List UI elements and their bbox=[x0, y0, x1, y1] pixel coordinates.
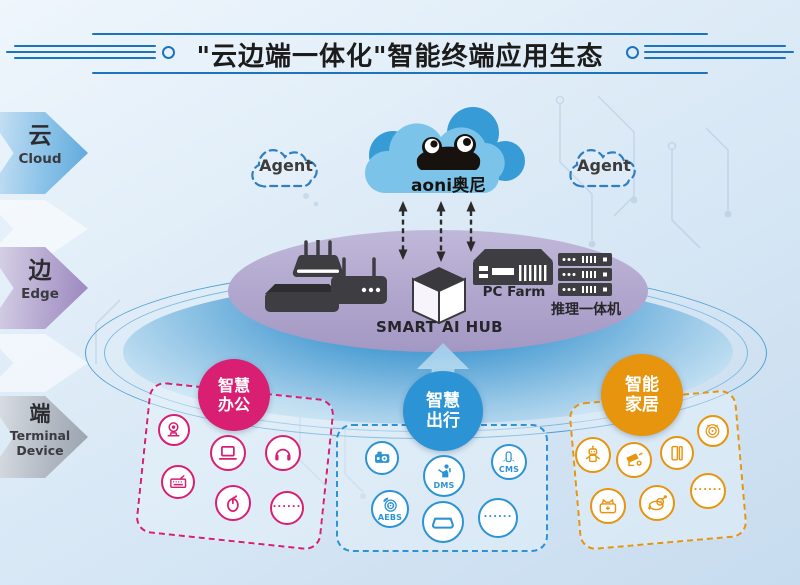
windshield-display-icon bbox=[422, 501, 464, 543]
level-label-edge: 边 Edge bbox=[21, 258, 59, 303]
badge-smart-office: 智慧 办公 bbox=[198, 359, 270, 431]
pet-robot-icon bbox=[639, 485, 675, 521]
cloud-edge-connectors bbox=[398, 201, 476, 262]
aebs-icon: AEBS bbox=[371, 490, 409, 528]
mini-pc bbox=[265, 284, 339, 312]
hub-label: SMART AI HUB bbox=[375, 318, 504, 336]
cms-icon: CMS bbox=[491, 444, 527, 480]
mobility-ellipsis-icon: ...... bbox=[478, 498, 518, 538]
aoni-cloud bbox=[365, 107, 525, 193]
robot-icon bbox=[575, 437, 611, 473]
agent-label-left: Agent bbox=[259, 156, 313, 175]
home-ellipsis-icon: ...... bbox=[690, 473, 726, 509]
dashcam-icon bbox=[365, 441, 399, 475]
wifi-access-point bbox=[292, 240, 344, 277]
cloud-logo-text: aoni奥尼 bbox=[410, 176, 487, 196]
wifi-router bbox=[331, 257, 387, 304]
pc-farm-server bbox=[473, 249, 553, 285]
header-triple-left-1 bbox=[14, 45, 156, 48]
header-triple-right-2 bbox=[644, 51, 794, 54]
header-ring-left bbox=[162, 46, 175, 59]
smart-ai-hub-cube bbox=[412, 267, 466, 324]
office-ellipsis-icon: ...... bbox=[270, 491, 304, 525]
header-triple-right-3 bbox=[644, 57, 786, 60]
headphones-icon bbox=[265, 435, 301, 471]
level-label-cloud: 云 Cloud bbox=[18, 123, 62, 168]
agent-cloud-left bbox=[251, 149, 318, 188]
dms-icon: DMS bbox=[423, 455, 465, 497]
ptz-camera-icon bbox=[158, 414, 190, 446]
header-ring-right bbox=[626, 46, 639, 59]
cctv-camera-icon bbox=[616, 442, 652, 478]
agent-label-right: Agent bbox=[577, 156, 631, 175]
header-line-top bbox=[92, 33, 708, 36]
page-title: "云边端一体化"智能终端应用生态 bbox=[196, 42, 604, 72]
badge-smart-mobility: 智慧 出行 bbox=[403, 371, 483, 451]
laptop-icon bbox=[210, 435, 246, 471]
header-triple-left-2 bbox=[6, 51, 156, 54]
badge-smart-home: 智能 家居 bbox=[601, 354, 683, 436]
header-line-bottom bbox=[92, 72, 708, 75]
header-triple-right-1 bbox=[644, 45, 786, 48]
keyboard-icon bbox=[161, 465, 195, 499]
aoni-frog-logo bbox=[416, 134, 481, 170]
agent-cloud-right bbox=[569, 149, 636, 188]
inference-server-stack bbox=[558, 253, 612, 296]
smart-door-icon bbox=[660, 436, 694, 470]
header-triple-left-3 bbox=[14, 57, 156, 60]
robot-vacuum-icon bbox=[697, 415, 729, 447]
level-label-terminal: 端 Terminal Device bbox=[9, 402, 71, 458]
pet-feeder-icon bbox=[590, 488, 626, 524]
inference-label: 推理一体机 bbox=[551, 302, 621, 318]
mouse-icon bbox=[215, 485, 251, 521]
pc-farm-label: PC Farm bbox=[482, 284, 546, 300]
